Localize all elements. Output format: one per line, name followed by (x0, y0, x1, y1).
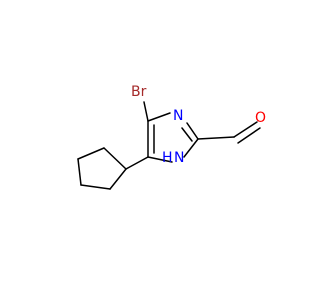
bond-c2-cho (197, 136, 235, 140)
molecule-diagram: Br N H N O (77, 84, 266, 190)
bond-cho-o (233, 121, 258, 138)
bond-n1-c5 (147, 156, 173, 163)
oxygen-label: O (255, 110, 266, 126)
bond-cp-3 (77, 158, 82, 186)
bromine-label: Br (131, 84, 147, 100)
bond-c4-br (143, 101, 149, 122)
bond-n3-c2-inner (181, 127, 193, 142)
nitrogen-bottom-h-label: H (162, 150, 173, 166)
nitrogen-bottom-label: N (174, 150, 184, 166)
structure-canvas: Br N H N O (77, 84, 266, 190)
bond-cp-imidazole (125, 156, 149, 170)
bond-cho-o-inner (237, 127, 261, 144)
bond-c2-n1 (183, 138, 199, 158)
bond-cp-4 (80, 184, 111, 190)
imidazole-ring (147, 112, 199, 163)
bond-cp-2 (77, 147, 105, 160)
bond-n3-c2 (186, 122, 199, 140)
bond-cp-5 (109, 168, 127, 190)
aldehyde-group (197, 121, 261, 144)
bond-cp-1 (103, 147, 127, 170)
nitrogen-top-label: N (173, 108, 183, 124)
bond-c4-n3 (147, 112, 171, 122)
cyclopentane-ring (77, 147, 127, 190)
